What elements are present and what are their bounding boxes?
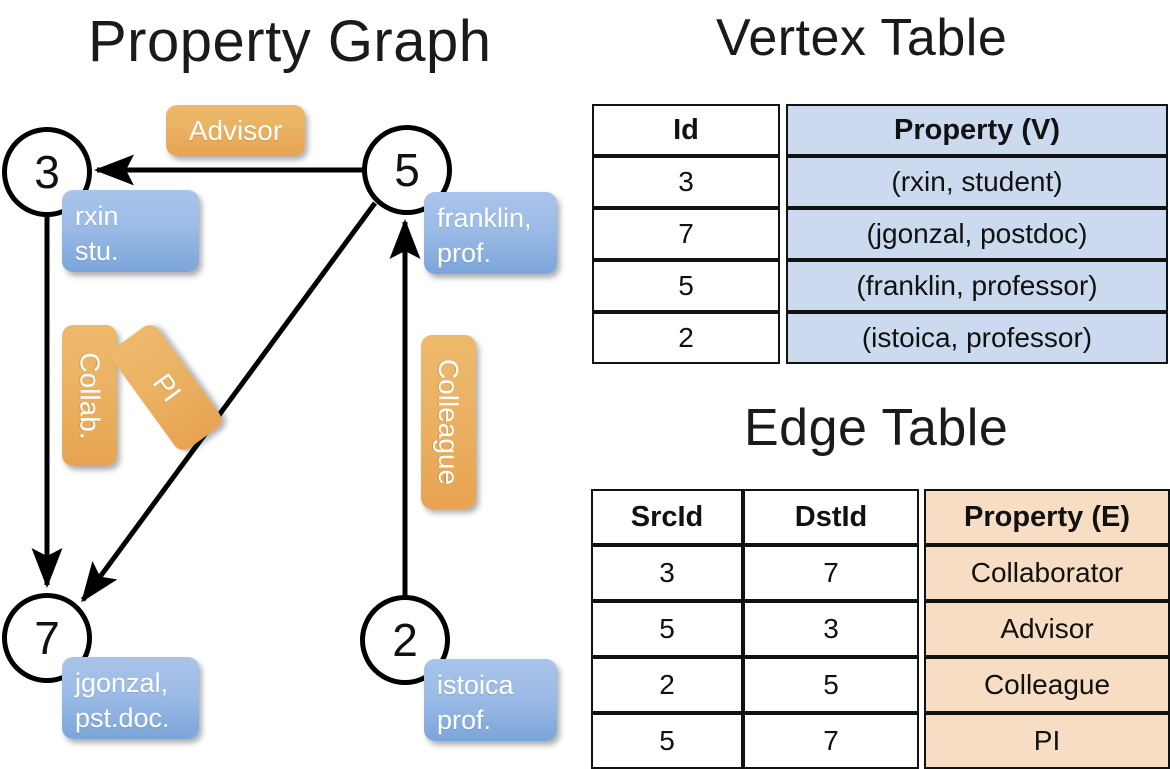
graph-node-5-label: 5 — [394, 144, 420, 196]
edge-table-cell-property: Colleague — [924, 657, 1170, 713]
edge-label-advisor-text: Advisor — [188, 114, 283, 146]
edge-table-cell-dstid: 5 — [743, 657, 919, 713]
graph-node-2-label: 2 — [392, 614, 418, 666]
page-title-property-graph: Property Graph — [88, 9, 492, 74]
vertex-table-header-id: Id — [592, 104, 780, 156]
vertex-property-box-5[interactable]: franklin, prof. — [424, 192, 557, 274]
edge-arrow-pi — [80, 201, 378, 603]
vertex-property-box-5-line1: franklin, — [437, 203, 532, 233]
edge-table-header-dstid: DstId — [743, 489, 919, 545]
vertex-table-header-property: Property (V) — [786, 104, 1168, 156]
vertex-table-cell-id: 5 — [592, 260, 780, 312]
edge-table-cell-property: Advisor — [924, 601, 1170, 657]
vertex-property-box-3-line2: stu. — [75, 235, 119, 266]
vertex-property-box-3-line1: rxin — [75, 201, 119, 231]
edge-label-collab[interactable]: Collab. — [62, 325, 117, 466]
edge-table-cell-dstid: 7 — [743, 545, 919, 601]
property-graph-canvas: 3 5 7 2 rxin stu. franklin, prof. jgonza… — [0, 0, 585, 760]
edge-table-header-srcid: SrcId — [591, 489, 743, 545]
graph-edges-svg — [31, 154, 421, 603]
vertex-property-box-3[interactable]: rxin stu. — [62, 190, 199, 272]
edge-label-collab-text: Collab. — [74, 351, 106, 440]
graph-node-5[interactable]: 5 — [362, 125, 452, 215]
edge-table-cell-property: PI — [924, 713, 1170, 769]
vertex-property-box-5-line2: prof. — [437, 237, 492, 268]
edge-table-cell-dstid: 7 — [743, 713, 919, 769]
vertex-property-box-2-line2: prof. — [437, 704, 492, 735]
edge-table-cell-srcid: 5 — [591, 713, 743, 769]
section-title-vertex-table: Vertex Table — [716, 9, 1008, 67]
vertex-table: Id Property (V) 3 (rxin, student) 7 (jgo… — [592, 104, 1168, 364]
edge-table-cell-srcid: 3 — [591, 545, 743, 601]
edge-table-cell-srcid: 2 — [591, 657, 743, 713]
edge-label-pi-text: PI — [146, 367, 188, 408]
vertex-table-cell-property: (rxin, student) — [786, 156, 1168, 208]
vertex-table-cell-id: 3 — [592, 156, 780, 208]
table-row[interactable]: 3 (rxin, student) — [592, 156, 1168, 208]
vertex-property-box-7-line1: jgonzal, — [75, 668, 169, 698]
vertex-table-cell-property: (franklin, professor) — [786, 260, 1168, 312]
edge-table-header-property: Property (E) — [924, 489, 1170, 545]
vertex-table-cell-property: (jgonzal, postdoc) — [786, 208, 1168, 260]
table-row[interactable]: 5 3 Advisor — [591, 601, 1170, 657]
edge-table-cell-srcid: 5 — [591, 601, 743, 657]
table-row[interactable]: 3 7 Collaborator — [591, 545, 1170, 601]
graph-node-3-label: 3 — [34, 146, 60, 198]
graph-node-7-label: 7 — [34, 612, 60, 664]
vertex-property-box-7-line2: pst.doc. — [75, 702, 170, 733]
edge-label-colleague-text: Colleague — [433, 358, 465, 486]
edge-table-cell-property: Collaborator — [924, 545, 1170, 601]
edge-label-colleague[interactable]: Colleague — [421, 335, 476, 509]
graph-node-2[interactable]: 2 — [360, 595, 450, 685]
table-row[interactable]: 5 7 PI — [591, 713, 1170, 769]
vertex-table-cell-id: 7 — [592, 208, 780, 260]
vertex-property-box-7[interactable]: jgonzal, pst.doc. — [62, 657, 199, 739]
table-row[interactable]: 2 (istoica, professor) — [592, 312, 1168, 364]
edge-table-header-row: SrcId DstId Property (E) — [591, 489, 1170, 545]
table-row[interactable]: 5 (franklin, professor) — [592, 260, 1168, 312]
table-row[interactable]: 2 5 Colleague — [591, 657, 1170, 713]
vertex-table-cell-property: (istoica, professor) — [786, 312, 1168, 364]
vertex-property-box-2-line1: istoica — [437, 670, 514, 700]
vertex-table-header-row: Id Property (V) — [592, 104, 1168, 156]
vertex-table-cell-id: 2 — [592, 312, 780, 364]
table-row[interactable]: 7 (jgonzal, postdoc) — [592, 208, 1168, 260]
edge-label-advisor[interactable]: Advisor — [166, 105, 305, 156]
vertex-property-box-2[interactable]: istoica prof. — [424, 659, 557, 741]
section-title-edge-table: Edge Table — [744, 399, 1009, 457]
edge-table-cell-dstid: 3 — [743, 601, 919, 657]
edge-table: SrcId DstId Property (E) 3 7 Collaborato… — [591, 489, 1170, 769]
